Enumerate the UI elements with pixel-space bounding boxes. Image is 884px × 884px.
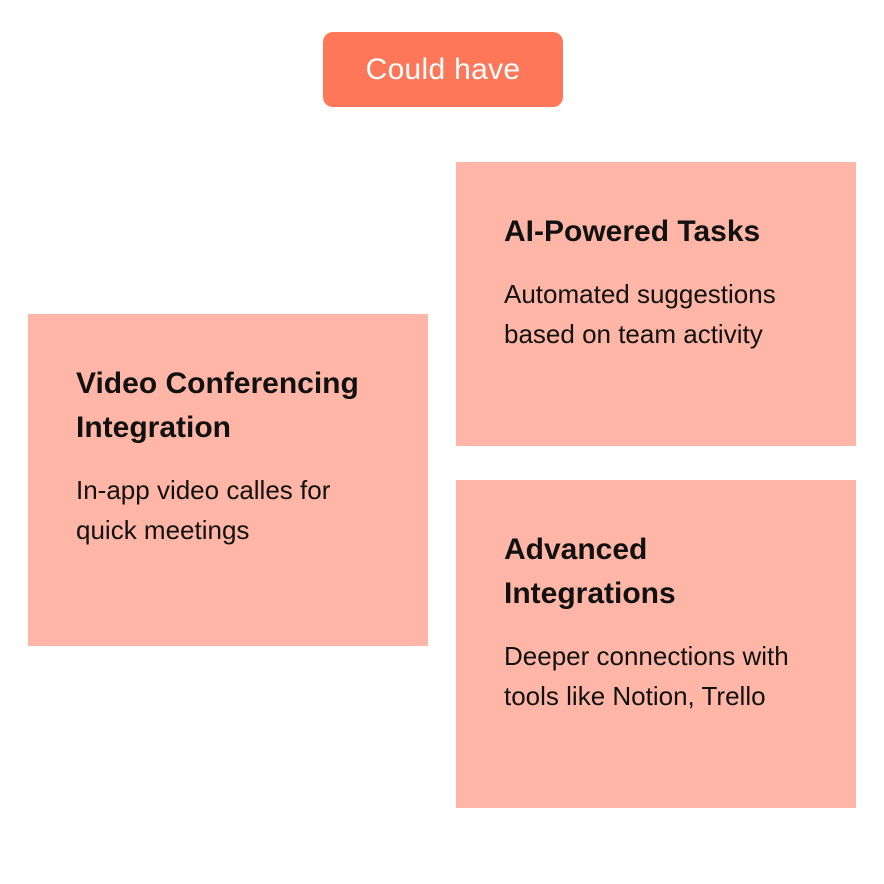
card-title: Advanced Integrations — [504, 533, 676, 610]
could-have-badge: Could have — [323, 32, 563, 107]
card-description: Automated suggestions based on team acti… — [504, 279, 776, 349]
card-title: AI-Powered Tasks — [504, 215, 761, 248]
card-ai-powered-tasks: AI-Powered Tasks Automated suggestions b… — [456, 162, 856, 446]
card-title: Video Conferencing Integration — [76, 367, 359, 444]
card-video-conferencing: Video Conferencing Integration In-app vi… — [28, 314, 428, 646]
card-advanced-integrations: Advanced Integrations Deeper connections… — [456, 480, 856, 808]
card-description: Deeper connections with tools like Notio… — [504, 641, 789, 711]
card-description: In-app video calles for quick meetings — [76, 475, 331, 545]
